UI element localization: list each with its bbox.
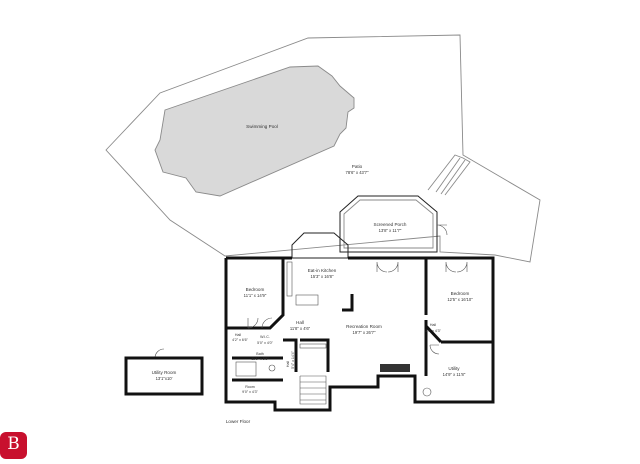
wic-dimensions: 5'0" x 4'0" [257, 341, 273, 345]
swimming-pool [154, 65, 355, 197]
door-swing [247, 317, 259, 329]
kitchen-counter [286, 261, 293, 297]
door-swing [445, 261, 457, 273]
hall-stair-dimensions: 5'4" x 14'4" [291, 350, 295, 368]
patio-outline [105, 34, 541, 263]
bath-tub [235, 361, 257, 377]
toilet [268, 364, 276, 372]
bath-dimensions: 11'1" x 5'8" [251, 357, 269, 361]
door-swing [387, 261, 399, 273]
bedroom-right-dimensions: 12'5" x 16'10" [447, 297, 473, 302]
kitchen-island [295, 294, 319, 306]
bath-label: Bath [256, 352, 263, 356]
brand-logo-letter: B [7, 434, 20, 454]
hall-center-label: Hall [296, 320, 304, 325]
patio-steps [427, 154, 471, 196]
exterior-wall [224, 256, 495, 412]
interior-wall [283, 338, 298, 372]
utility-room-dimensions: 13'1"x10' [156, 376, 173, 381]
stairs [299, 375, 327, 405]
room-label: Room [245, 385, 255, 389]
door-swing [456, 261, 468, 273]
fireplace [380, 364, 410, 372]
kitchen-label: Eat-in Kitchen [308, 268, 337, 273]
pool-label: Swimming Pool [246, 124, 278, 129]
utility-room-wall [124, 356, 204, 396]
brand-logo-shape [0, 432, 27, 459]
bedroom-left-label: Bedroom [246, 287, 265, 292]
room-dimensions: 9'0" x 4'3" [242, 390, 258, 394]
recreation-room-dimensions: 19'7" x 26'7" [353, 330, 376, 335]
door-swing [261, 317, 273, 329]
water-heater [422, 387, 432, 397]
door-swing [376, 261, 388, 273]
floor-label: Lower Floor [226, 419, 251, 424]
screened-porch-wall [339, 195, 438, 253]
interior-wall [300, 338, 330, 372]
hall-stair-label: Hall [286, 361, 290, 367]
bedroom-left-dimensions: 11'1" x 14'9" [244, 293, 267, 298]
utility-room-label: Utility Room [152, 370, 177, 375]
kitchen-dimensions: 15'3" x 16'8" [311, 274, 334, 279]
recreation-room-label: Recreation Room [346, 324, 382, 329]
screened-porch-label: Screened Porch [374, 222, 407, 227]
door-swing [429, 344, 440, 355]
hall-center-dimensions: 11'8" x 4'6" [290, 326, 311, 331]
hall-right-dimensions: 3'4" x 4'3" [425, 329, 441, 333]
hall-right-label: Hall [430, 323, 436, 327]
screened-porch-inner [343, 199, 434, 249]
hall-left-label: Hall [235, 333, 241, 337]
bedroom-right-label: Bedroom [451, 291, 470, 296]
door-swing [436, 224, 448, 236]
patio-label: Patio [352, 164, 363, 169]
interior-wall [342, 294, 354, 312]
utility-dimensions: 14'9" x 11'8" [443, 372, 466, 377]
wic-label: W.I.C. [260, 335, 270, 339]
screened-porch-dimensions: 13'8" x 11'7" [379, 228, 402, 233]
patio-dimensions: 78'6" x 43'7" [346, 170, 369, 175]
closet-shelf [299, 343, 327, 349]
brand-logo-icon: B [0, 432, 27, 459]
patio-step-line [440, 159, 466, 195]
utility-label: Utility [448, 366, 460, 371]
interior-wall [424, 324, 443, 344]
hall-left-dimensions: 4'2" x 6'6" [232, 338, 248, 342]
patio-step-line [435, 157, 461, 193]
